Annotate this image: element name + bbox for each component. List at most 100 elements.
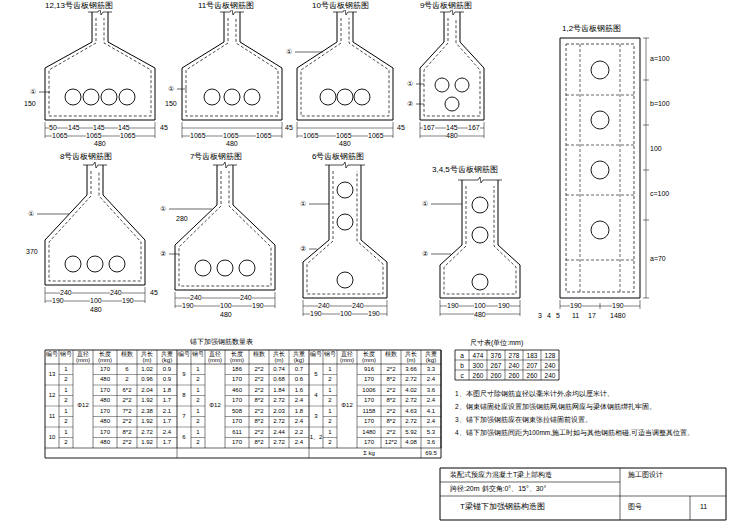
table-rule	[59, 406, 73, 407]
table-cell: 1.7	[158, 439, 177, 446]
table-rule	[401, 395, 421, 396]
table-cell: 1	[60, 408, 73, 415]
table-cell: 1006	[358, 387, 381, 394]
dimension-text: 1065	[368, 132, 384, 140]
table-rule	[117, 395, 137, 396]
table-rule	[401, 416, 421, 417]
table-header: 根数	[382, 351, 401, 358]
table-cell: 1	[60, 366, 73, 373]
table-rule	[177, 406, 191, 407]
duct-circle	[337, 272, 353, 288]
dimension-text: 1065	[120, 132, 136, 140]
table-rule	[93, 374, 117, 375]
table-rule	[225, 406, 249, 407]
dimension-text: 45	[160, 124, 168, 132]
table-cell: 240	[542, 372, 559, 379]
dimension-text: 11	[572, 312, 579, 320]
table-cell: 2.4	[290, 439, 309, 446]
table-header: 直径(mm)	[74, 351, 93, 364]
table-cell: 1	[324, 408, 337, 415]
table-cell: 170	[358, 418, 381, 425]
table-cell: 2.4	[422, 397, 441, 404]
table-rule	[289, 350, 290, 448]
table-rule	[59, 385, 73, 386]
table-cell: 1.7	[158, 397, 177, 404]
table-rule	[225, 350, 226, 448]
table-rule	[45, 385, 59, 386]
table-cell: Σ kg	[337, 450, 401, 457]
table-cell: 1.8	[158, 387, 177, 394]
table-rule	[157, 374, 177, 375]
dimension-text: 480	[474, 311, 486, 319]
leader-line	[295, 52, 323, 53]
table-cell: 480	[94, 418, 117, 425]
table-header: 钢号	[192, 351, 205, 358]
table-header: 编号	[310, 351, 323, 358]
extension-line	[520, 300, 521, 316]
beam-elevation	[560, 38, 640, 298]
beam-section	[175, 165, 275, 290]
table-cell: 460	[226, 387, 249, 394]
table-cell: 2.4	[158, 429, 177, 436]
leader-line	[309, 249, 317, 250]
table-cell: 278	[506, 352, 523, 359]
table-cell: 8*2	[382, 397, 401, 404]
callout-number: ②	[300, 245, 306, 253]
table-rule	[225, 395, 249, 396]
table-cell: 2	[60, 376, 73, 383]
dimension-text: 145	[118, 124, 130, 132]
table-rule	[137, 427, 157, 428]
section-title: 12,13号齿板钢筋图	[45, 1, 113, 10]
dimension-text: 480	[226, 140, 238, 148]
table-cell: 0.7	[290, 366, 309, 373]
rebar-line	[301, 18, 389, 116]
table-cell: 2*2	[118, 397, 137, 404]
table-cell: 0.74	[270, 366, 289, 373]
table-rule	[421, 395, 441, 396]
table-header: 共重(kg)	[290, 351, 309, 364]
table-rule	[289, 416, 309, 417]
dimension-tick	[600, 303, 601, 309]
dimension-tick	[643, 170, 649, 171]
table-cell: 4.02	[402, 387, 421, 394]
dimension-line	[646, 38, 647, 298]
table-cell: 170	[94, 408, 117, 415]
table-rule	[289, 395, 309, 396]
table-rule	[401, 427, 421, 428]
table-rule	[59, 395, 73, 396]
dimension-tick	[643, 298, 649, 299]
table-rule	[269, 385, 289, 386]
dimension-text: 240	[190, 294, 202, 302]
table-rule	[505, 350, 506, 380]
leader-line	[416, 84, 424, 85]
title-block-text: 施工图设计	[628, 471, 663, 479]
table-header: 直径(mm)	[338, 351, 357, 364]
title-block-text: 11	[700, 503, 707, 511]
table-rule	[421, 416, 441, 417]
table-cell: 2.72	[270, 397, 289, 404]
dimension-text: 45	[397, 124, 405, 132]
extension-line	[282, 122, 283, 138]
table-rule	[381, 350, 382, 448]
table-rule	[117, 350, 118, 448]
duct-circle	[354, 89, 370, 105]
table-cell: 611	[226, 429, 249, 436]
table-cell: 4	[310, 392, 323, 399]
dimension-text: c=100	[650, 190, 669, 198]
dimension-line	[182, 128, 282, 129]
table-rule	[309, 350, 310, 448]
dimension-text: a=70	[650, 255, 666, 263]
table-cell: c	[456, 372, 469, 379]
table-cell: 1.8	[290, 408, 309, 415]
callout-number: ①	[407, 80, 413, 88]
table-rule	[59, 416, 73, 417]
table-cell: 8*2	[382, 376, 401, 383]
table-rule	[289, 437, 309, 438]
table-cell: 480	[94, 397, 117, 404]
table-rule	[421, 350, 422, 448]
table-cell: 916	[358, 366, 381, 373]
table-cell: 7*2	[118, 408, 137, 415]
dimension-text: 50	[49, 124, 57, 132]
beam-section	[420, 12, 484, 120]
